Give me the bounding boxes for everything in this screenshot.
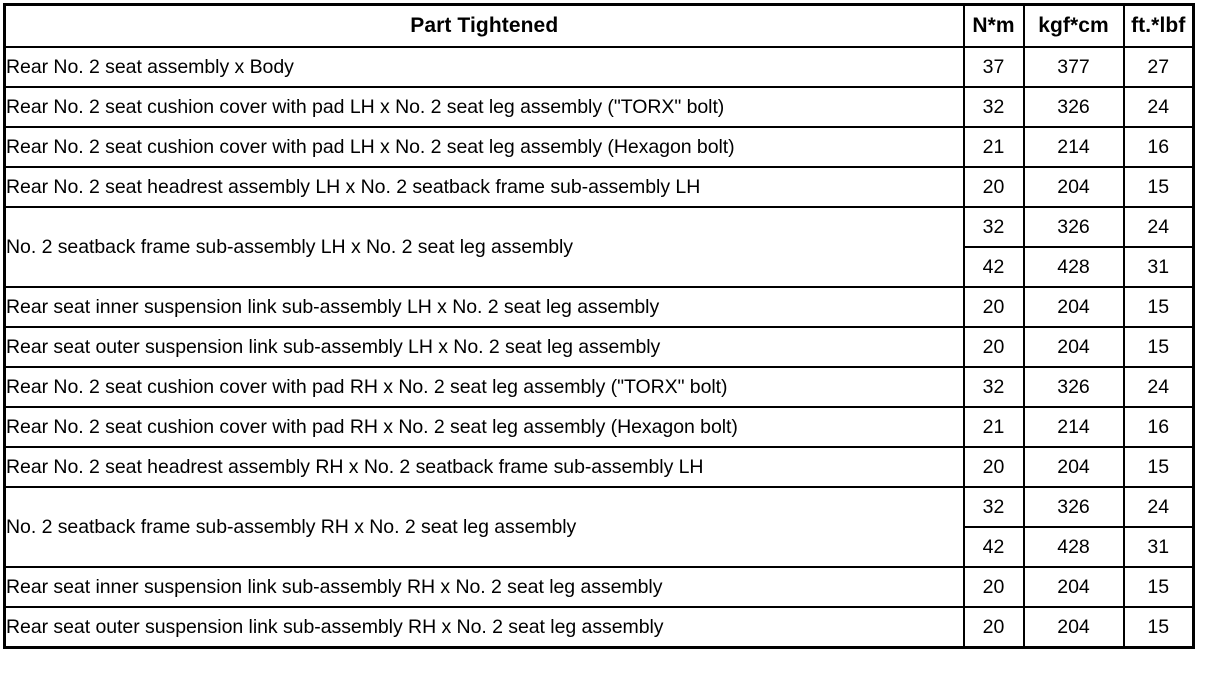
torque-value-ftlbf: 15	[1122, 606, 1195, 649]
torque-value-kgfcm: 204	[1022, 166, 1125, 208]
part-name-cell: Rear seat inner suspension link sub-asse…	[3, 286, 965, 328]
torque-value-nm: 32	[962, 206, 1025, 248]
table-row: Rear seat inner suspension link sub-asse…	[3, 566, 1195, 608]
torque-value-nm: 32	[962, 486, 1025, 528]
torque-value-nm: 20	[962, 606, 1025, 649]
table-header-row: Part Tightened N*m kgf*cm ft.*lbf	[3, 3, 1195, 48]
torque-value-kgfcm: 204	[1022, 446, 1125, 488]
table-row: No. 2 seatback frame sub-assembly LH x N…	[3, 206, 1195, 288]
torque-value-kgfcm: 204	[1022, 606, 1125, 649]
column-header-kgfcm: kgf*cm	[1022, 3, 1125, 48]
part-name-cell: Rear seat inner suspension link sub-asse…	[3, 566, 965, 608]
part-name-cell: Rear No. 2 seat headrest assembly LH x N…	[3, 166, 965, 208]
torque-value-kgfcm: 428	[1022, 246, 1125, 288]
part-name-cell: Rear No. 2 seat assembly x Body	[3, 46, 965, 88]
torque-value-nm: 32	[962, 86, 1025, 128]
torque-value-ftlbf: 24	[1122, 366, 1195, 408]
torque-value-ftlbf: 15	[1122, 326, 1195, 368]
table-row: No. 2 seatback frame sub-assembly RH x N…	[3, 486, 1195, 568]
torque-value-kgfcm: 326	[1022, 206, 1125, 248]
torque-value-kgfcm: 204	[1022, 566, 1125, 608]
part-name-cell: No. 2 seatback frame sub-assembly RH x N…	[3, 486, 965, 568]
column-header-ftlbf: ft.*lbf	[1122, 3, 1195, 48]
part-name-cell: Rear No. 2 seat cushion cover with pad L…	[3, 86, 965, 128]
torque-value-nm: 20	[962, 566, 1025, 608]
part-name-cell: Rear No. 2 seat cushion cover with pad L…	[3, 126, 965, 168]
torque-value-ftlbf: 24	[1122, 486, 1195, 528]
part-name-cell: Rear No. 2 seat cushion cover with pad R…	[3, 406, 965, 448]
torque-value-ftlbf: 15	[1122, 166, 1195, 208]
table-row: Rear No. 2 seat cushion cover with pad R…	[3, 406, 1195, 448]
torque-value-kgfcm: 326	[1022, 86, 1125, 128]
torque-value-kgfcm: 204	[1022, 326, 1125, 368]
table-row: Rear No. 2 seat cushion cover with pad R…	[3, 366, 1195, 408]
part-name-cell: Rear No. 2 seat cushion cover with pad R…	[3, 366, 965, 408]
torque-value-kgfcm: 326	[1022, 366, 1125, 408]
torque-value-nm: 20	[962, 166, 1025, 208]
torque-value-nm: 20	[962, 326, 1025, 368]
part-name-cell: No. 2 seatback frame sub-assembly LH x N…	[3, 206, 965, 288]
torque-value-nm: 20	[962, 446, 1025, 488]
column-header-part: Part Tightened	[3, 3, 965, 48]
torque-value-ftlbf: 24	[1122, 206, 1195, 248]
column-header-nm: N*m	[962, 3, 1025, 48]
table-header: Part Tightened N*m kgf*cm ft.*lbf	[3, 3, 1195, 48]
part-name-cell: Rear seat outer suspension link sub-asse…	[3, 326, 965, 368]
torque-value-kgfcm: 204	[1022, 286, 1125, 328]
torque-value-kgfcm: 214	[1022, 406, 1125, 448]
table-row: Rear No. 2 seat headrest assembly LH x N…	[3, 166, 1195, 208]
torque-value-ftlbf: 16	[1122, 126, 1195, 168]
table-row: Rear seat outer suspension link sub-asse…	[3, 606, 1195, 649]
torque-value-ftlbf: 15	[1122, 446, 1195, 488]
torque-specification-table: Part Tightened N*m kgf*cm ft.*lbf Rear N…	[3, 3, 1195, 649]
table-row: Rear seat inner suspension link sub-asse…	[3, 286, 1195, 328]
table-row: Rear No. 2 seat cushion cover with pad L…	[3, 126, 1195, 168]
torque-value-ftlbf: 15	[1122, 566, 1195, 608]
torque-value-kgfcm: 377	[1022, 46, 1125, 88]
torque-value-nm: 21	[962, 406, 1025, 448]
torque-value-kgfcm: 428	[1022, 526, 1125, 568]
torque-value-nm: 37	[962, 46, 1025, 88]
torque-value-nm: 20	[962, 286, 1025, 328]
torque-value-ftlbf: 31	[1122, 526, 1195, 568]
torque-value-kgfcm: 214	[1022, 126, 1125, 168]
torque-value-ftlbf: 16	[1122, 406, 1195, 448]
torque-value-ftlbf: 27	[1122, 46, 1195, 88]
table-row: Rear No. 2 seat headrest assembly RH x N…	[3, 446, 1195, 488]
torque-value-ftlbf: 15	[1122, 286, 1195, 328]
torque-value-kgfcm: 326	[1022, 486, 1125, 528]
torque-value-ftlbf: 24	[1122, 86, 1195, 128]
torque-value-nm: 42	[962, 526, 1025, 568]
torque-value-nm: 21	[962, 126, 1025, 168]
torque-value-nm: 32	[962, 366, 1025, 408]
part-name-cell: Rear No. 2 seat headrest assembly RH x N…	[3, 446, 965, 488]
part-name-cell: Rear seat outer suspension link sub-asse…	[3, 606, 965, 649]
torque-value-nm: 42	[962, 246, 1025, 288]
torque-value-ftlbf: 31	[1122, 246, 1195, 288]
table-row: Rear No. 2 seat cushion cover with pad L…	[3, 86, 1195, 128]
table-row: Rear seat outer suspension link sub-asse…	[3, 326, 1195, 368]
